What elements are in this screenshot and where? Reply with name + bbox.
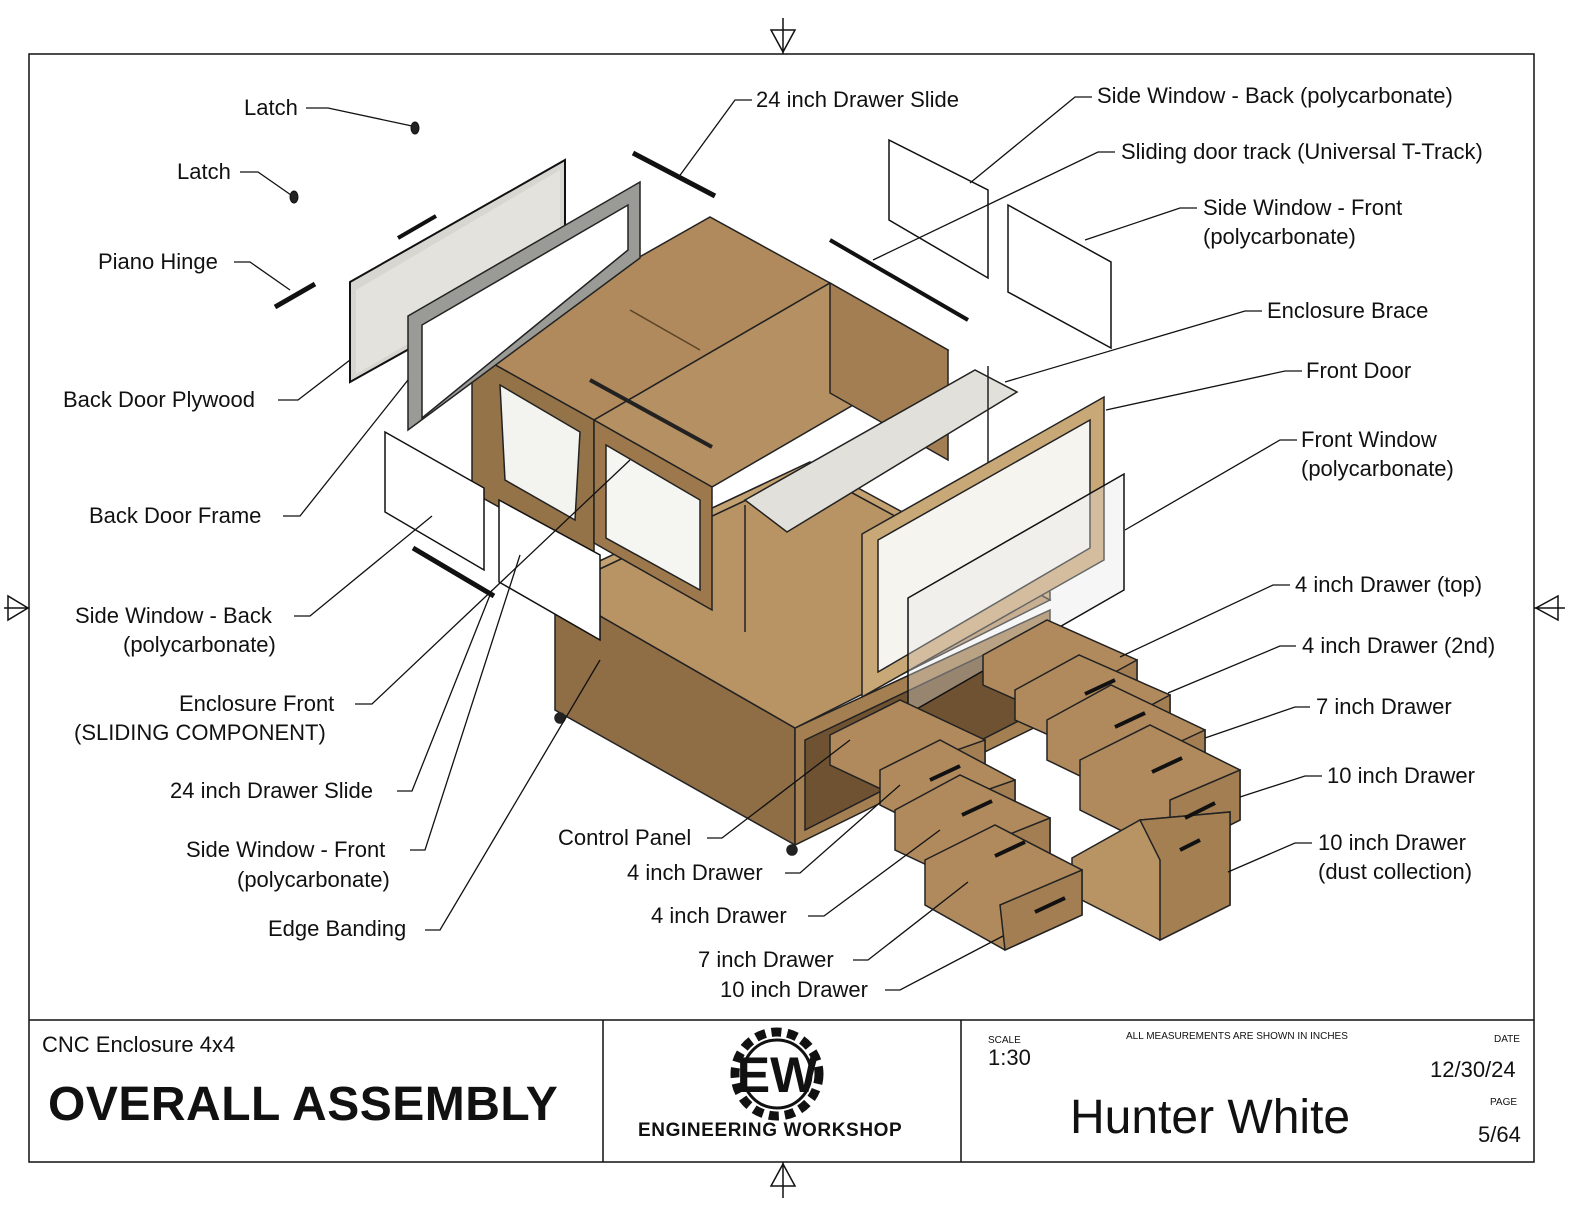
center-mark-bottom [769,1162,797,1198]
label-enclosure-front-note: (SLIDING COMPONENT) [74,720,326,745]
label-drawer-slide: 24 inch Drawer Slide [170,778,373,803]
label-enclosure-brace: Enclosure Brace [1267,298,1429,323]
label-enclosure-front: Enclosure Front [179,691,335,716]
label-drawer-slide-top: 24 inch Drawer Slide [756,87,959,112]
label-side-window-front-right: Side Window - Front [1203,195,1403,220]
front-window [907,472,1125,716]
label-4-inch-drawer-top: 4 inch Drawer (top) [1295,572,1483,597]
leader-lines [234,96,1322,991]
logo-letters: EW [737,1047,818,1103]
center-mark-right [1534,594,1565,622]
label-4-inch-drawer-2nd: 4 inch Drawer (2nd) [1302,633,1496,658]
label-sliding-door-track: Sliding door track (Universal T-Track) [1121,139,1483,164]
center-mark-top [769,18,797,54]
date-value: 12/30/24 [1430,1057,1516,1082]
measurement-note: ALL MEASUREMENTS ARE SHOWN IN INCHES [1126,1031,1348,1042]
project-name: CNC Enclosure 4x4 [42,1032,236,1057]
small-hardware [273,121,970,599]
label-side-window-front-right-material: (polycarbonate) [1203,224,1356,249]
label-side-window-front: Side Window - Front [186,837,386,862]
enclosure [470,216,950,612]
enclosure-brace [743,366,1019,632]
label-10-inch-drawer-dust: 10 inch Drawer [1318,830,1466,855]
label-front-door: Front Door [1306,358,1412,383]
date-label: DATE [1494,1034,1520,1045]
front-door [861,395,1105,699]
label-7-inch-drawer: 7 inch Drawer [698,947,834,972]
label-edge-banding: Edge Banding [268,916,407,941]
label-10-inch-drawer: 10 inch Drawer [720,977,868,1002]
company-name: ENGINEERING WORKSHOP [638,1120,903,1141]
label-side-window-back-material: (polycarbonate) [123,632,276,657]
label-latch: Latch [244,95,298,120]
label-10-inch-drawer-right: 10 inch Drawer [1327,763,1475,788]
scale-value: 1:30 [988,1045,1031,1070]
label-piano-hinge: Piano Hinge [98,249,218,274]
back-door-frame [407,180,641,432]
drawers [829,619,1241,952]
label-7-inch-drawer-right: 7 inch Drawer [1316,694,1452,719]
scale-label: SCALE [988,1035,1021,1046]
label-front-window: Front Window [1301,427,1437,452]
label-control-panel: Control Panel [558,825,692,850]
label-latch: Latch [177,159,231,184]
center-mark-left [4,594,30,622]
label-side-window-back-right: Side Window - Back (polycarbonate) [1097,83,1453,108]
side-windows [384,138,1112,642]
company-logo-gear-icon: EW [730,1027,824,1121]
label-back-door-frame: Back Door Frame [89,503,262,528]
author-name: Hunter White [1070,1091,1351,1144]
label-4-inch-drawer: 4 inch Drawer [651,903,787,928]
label-4-inch-drawer: 4 inch Drawer [627,860,763,885]
label-front-window-material: (polycarbonate) [1301,456,1454,481]
label-side-window-front-material: (polycarbonate) [237,867,390,892]
label-10-inch-drawer-dust-note: (dust collection) [1318,859,1473,884]
page-number: 5/64 [1478,1122,1521,1147]
label-back-door-plywood: Back Door Plywood [63,387,255,412]
drawing-title: OVERALL ASSEMBLY [48,1078,559,1131]
label-side-window-back: Side Window - Back [75,603,272,628]
page-label: PAGE [1490,1097,1518,1108]
